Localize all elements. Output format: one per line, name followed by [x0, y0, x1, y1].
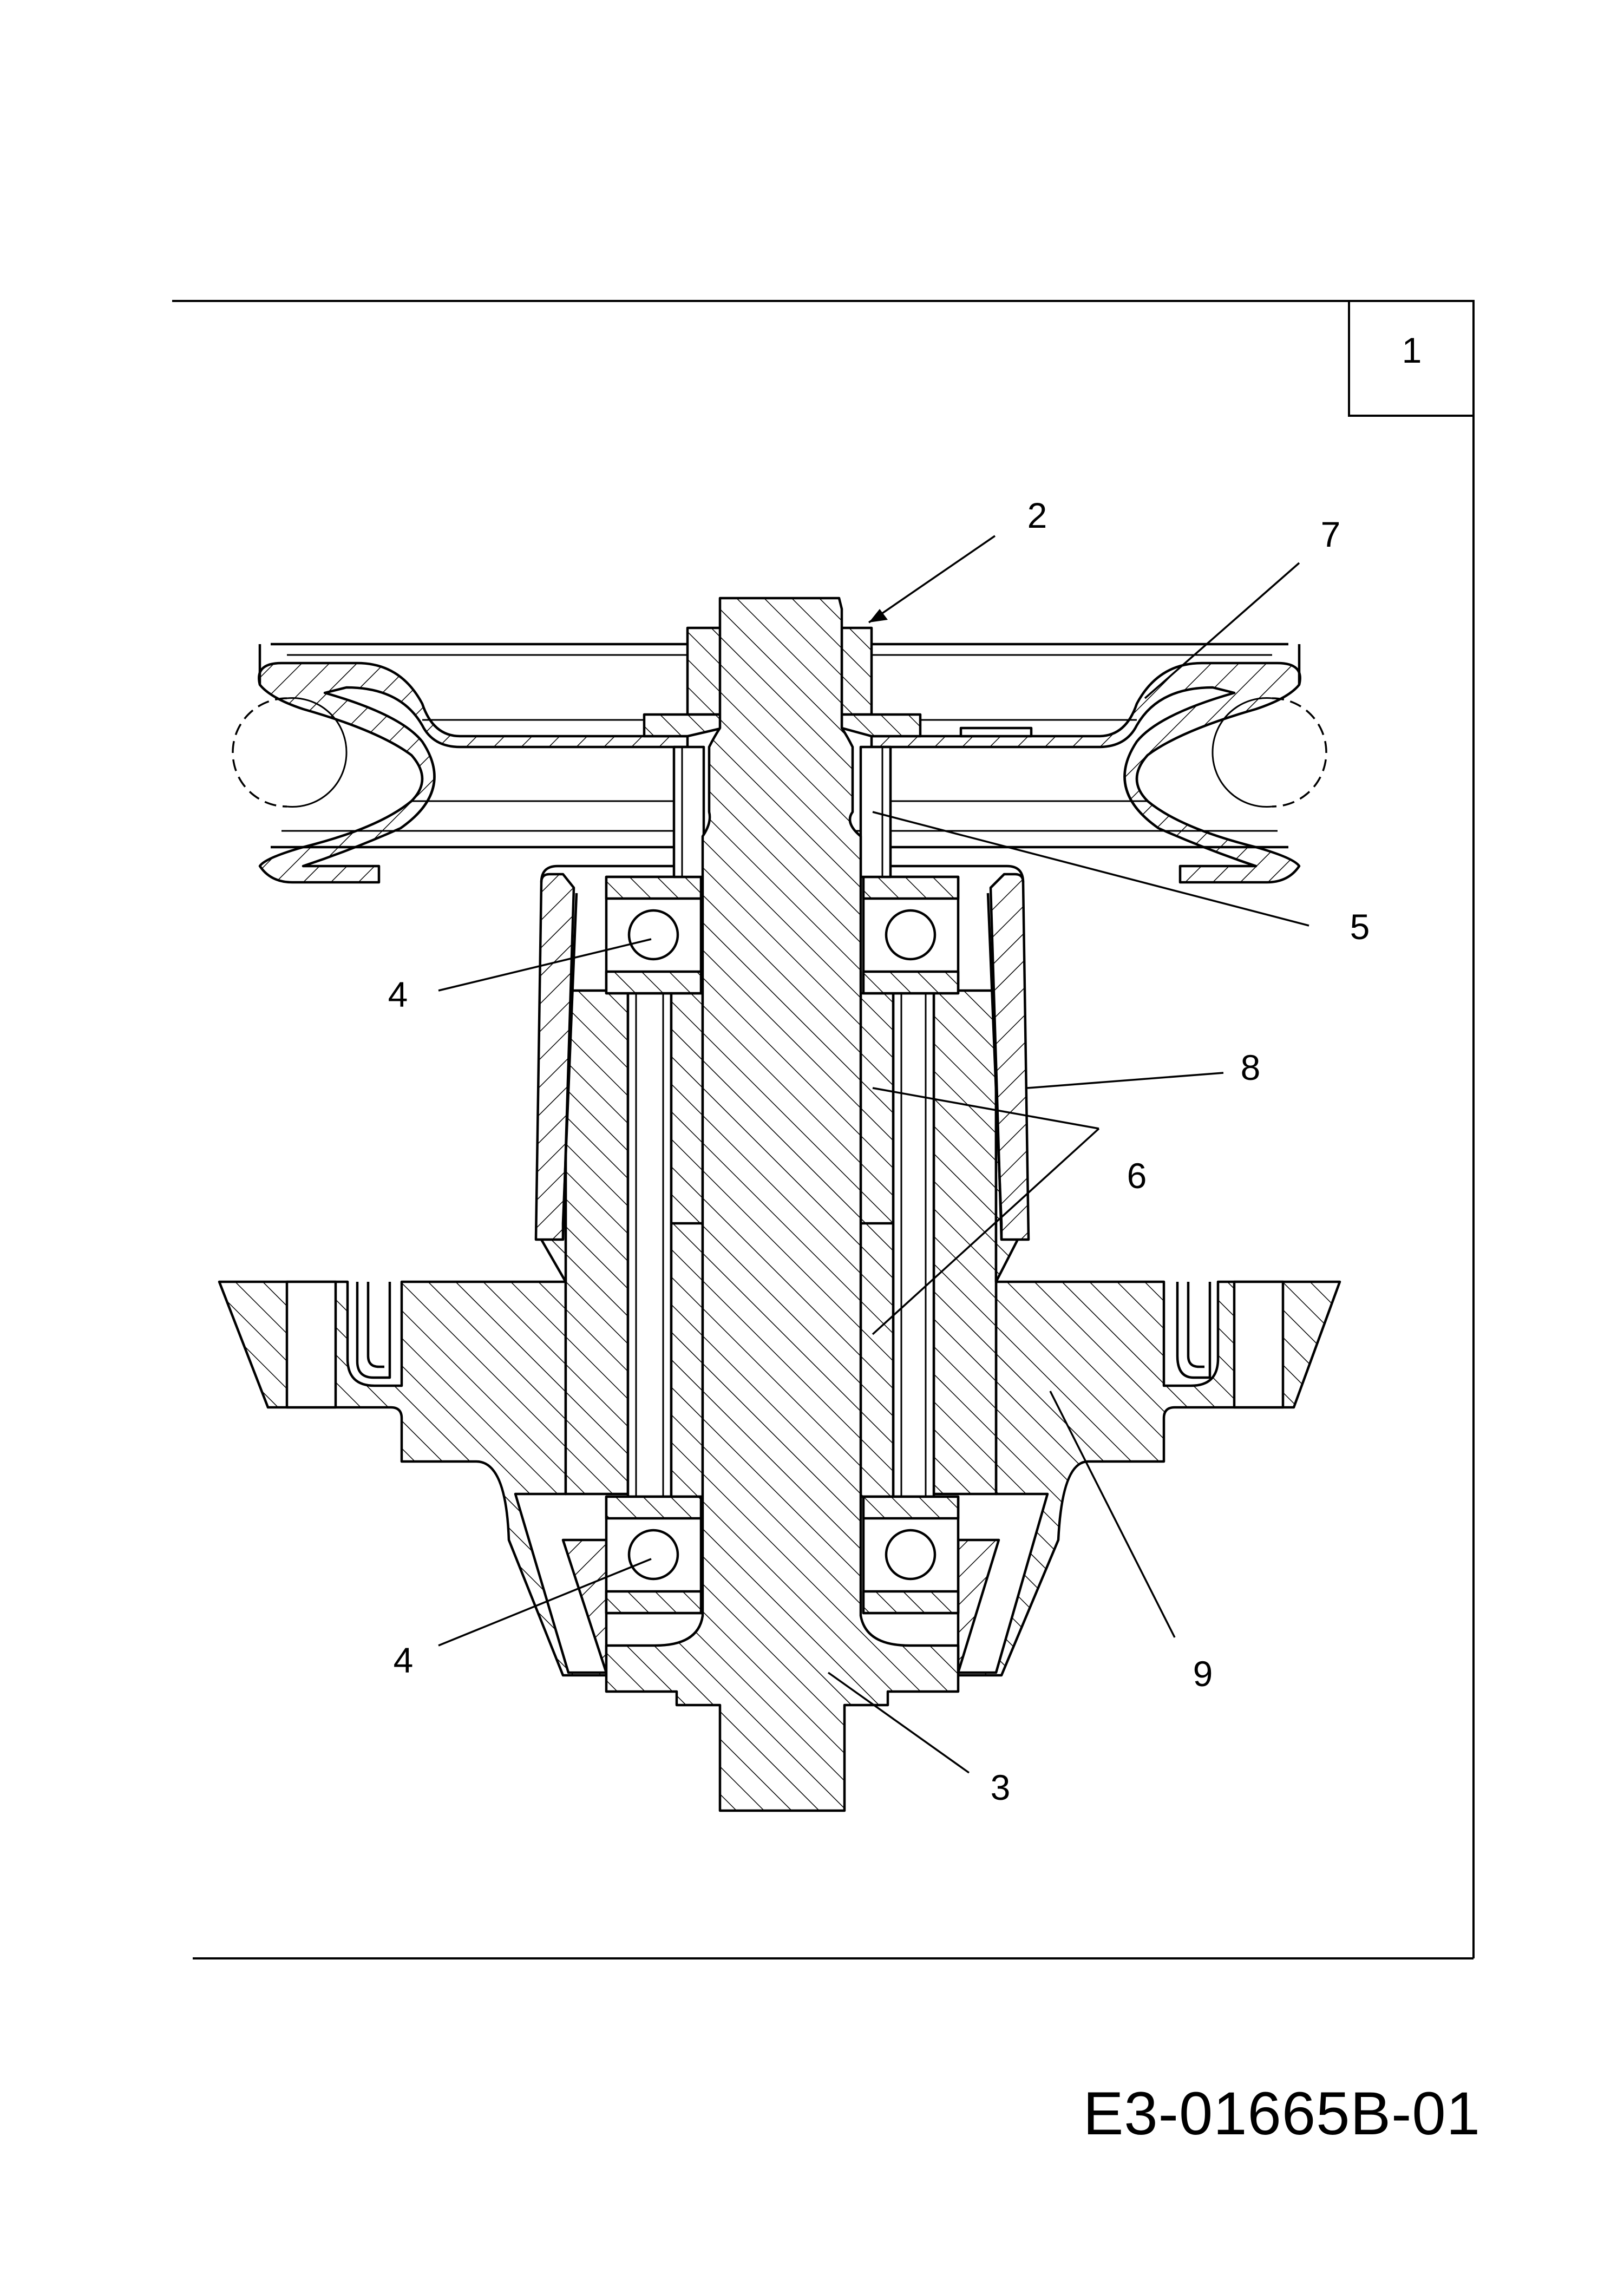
pulley-spacer — [672, 745, 892, 879]
spacer-tubes — [626, 992, 935, 1498]
callout-labels: 1 2 7 5 4 8 6 4 9 3 — [388, 330, 1422, 1807]
figure-number: 1 — [1402, 330, 1422, 370]
callout-7: 7 — [1321, 514, 1341, 554]
upper-bearing-left — [605, 875, 703, 995]
drawing-code: E3-01665B-01 — [1083, 2080, 1481, 2147]
figure-number-box — [1348, 300, 1475, 417]
lower-bearing-left — [605, 1495, 703, 1615]
callout-9: 9 — [1193, 1654, 1213, 1694]
callout-4-upper: 4 — [388, 974, 408, 1014]
callout-leaders — [438, 535, 1309, 1774]
spindle-housing — [218, 989, 1341, 1677]
drawing-frame — [172, 300, 1475, 1959]
callout-8: 8 — [1241, 1047, 1261, 1087]
callout-4-lower: 4 — [394, 1640, 414, 1680]
pulley — [232, 626, 1327, 884]
callout-6: 6 — [1127, 1156, 1147, 1196]
callout-3: 3 — [991, 1767, 1011, 1807]
callout-2: 2 — [1027, 495, 1047, 535]
spindle-shaft — [605, 597, 960, 1812]
callout-5: 5 — [1350, 907, 1370, 947]
lower-bearing-right — [862, 1495, 960, 1615]
upper-bearing-right — [862, 875, 960, 995]
